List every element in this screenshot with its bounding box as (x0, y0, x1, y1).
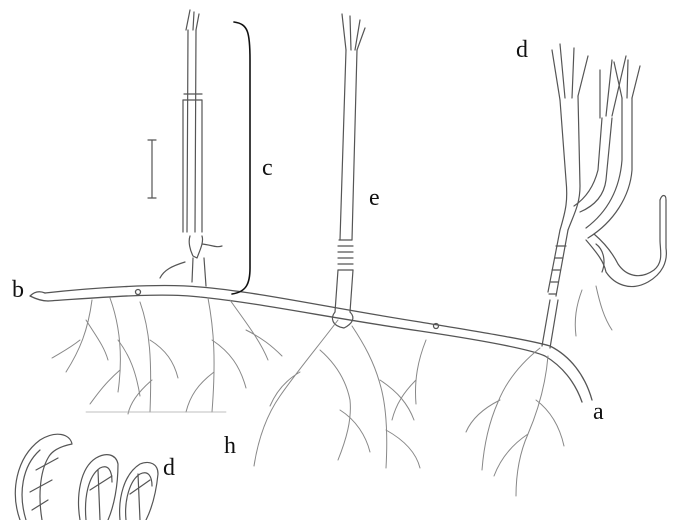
label-a: a (593, 400, 604, 424)
bracket-c (232, 22, 250, 294)
label-c: c (262, 156, 273, 180)
label-d-top: d (516, 38, 528, 62)
label-b: b (12, 278, 24, 302)
stalk-d (542, 44, 666, 348)
nematocyst-capsules (15, 434, 158, 520)
label-h: h (224, 434, 236, 458)
stolon (30, 286, 592, 402)
label-d-bottom: d (163, 456, 175, 480)
stalk-e (332, 14, 365, 328)
stalk-c (160, 10, 222, 286)
label-e: e (369, 186, 380, 210)
scale-bar (148, 140, 156, 198)
